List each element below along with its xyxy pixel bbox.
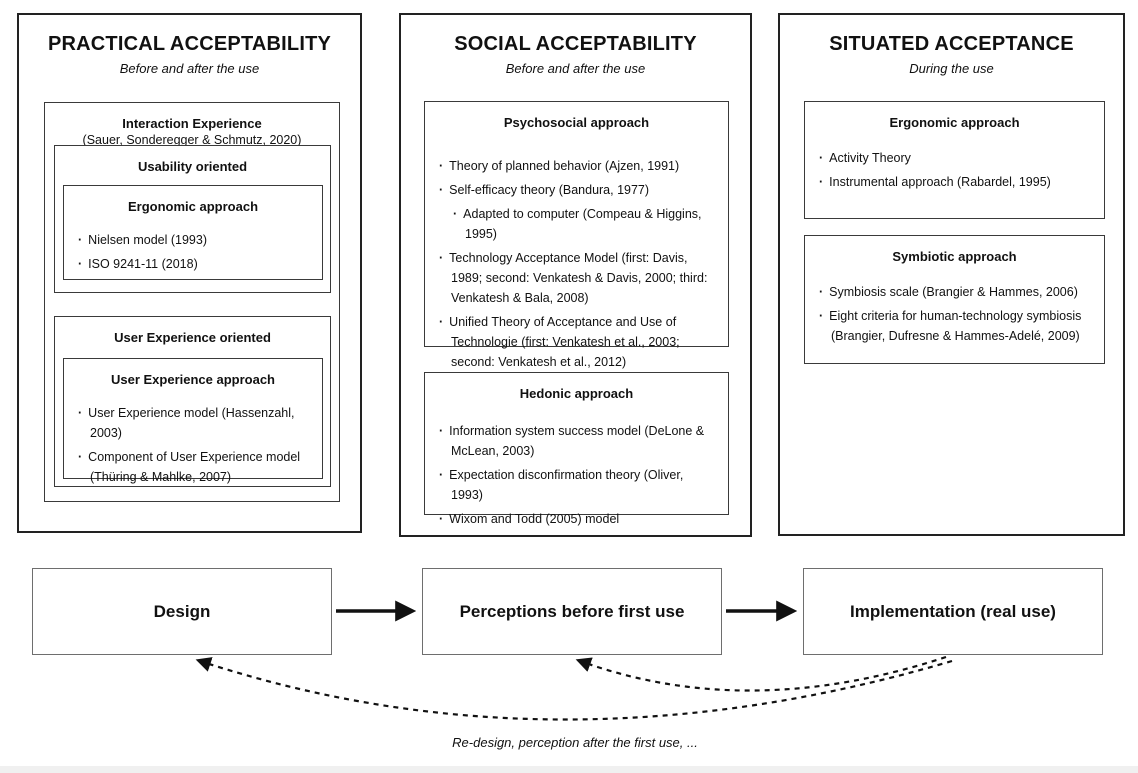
flow-label-perceptions: Perceptions before first use	[459, 601, 685, 621]
ergonomic-approach-box: Ergonomic approach Nielsen model (1993) …	[63, 185, 323, 280]
user-experience-oriented-title: User Experience oriented	[114, 330, 271, 345]
social-acceptability-title: SOCIAL ACCEPTABILITY	[454, 33, 697, 55]
list-item: User Experience model (Hassenzahl, 2003)	[78, 403, 310, 443]
list-item: Nielsen model (1993)	[78, 230, 310, 250]
list-item: Instrumental approach (Rabardel, 1995)	[819, 172, 1092, 192]
user-experience-oriented-box: User Experience oriented User Experience…	[54, 316, 331, 487]
feedback-caption: Re-design, perception after the first us…	[452, 735, 698, 750]
user-experience-approach-title: User Experience approach	[110, 372, 276, 387]
symbiotic-approach-title: Symbiotic approach	[892, 249, 1017, 264]
list-item: Unified Theory of Acceptance and Use of …	[439, 312, 716, 372]
list-item: Eight criteria for human-technology symb…	[819, 306, 1092, 346]
ergonomic-approach-title: Ergonomic approach	[127, 199, 259, 214]
interaction-experience-title: Interaction Experience	[122, 116, 262, 131]
dashed-feedback-arrow-to-design	[195, 657, 953, 721]
social-acceptability-panel: SOCIAL ACCEPTABILITY Before and after th…	[399, 13, 752, 537]
practical-acceptability-title: PRACTICAL ACCEPTABILITY	[47, 33, 332, 55]
list-item: Component of User Experience model (Thür…	[78, 447, 310, 487]
symbiotic-approach-box: Symbiotic approach Symbiosis scale (Bran…	[804, 235, 1105, 364]
situated-acceptance-subtitle: During the use	[909, 61, 994, 76]
list-item: Symbiosis scale (Brangier & Hammes, 2006…	[819, 282, 1092, 302]
hedonic-approach-title: Hedonic approach	[519, 386, 634, 401]
symbiotic-approach-list: Symbiosis scale (Brangier & Hammes, 2006…	[805, 282, 1104, 346]
flow-box-implementation: Implementation (real use)	[803, 568, 1103, 655]
list-item: Theory of planned behavior (Ajzen, 1991)	[439, 156, 716, 176]
flow-box-perceptions-before-first-use: Perceptions before first use	[422, 568, 722, 655]
user-experience-approach-list: User Experience model (Hassenzahl, 2003)…	[64, 403, 322, 487]
dashed-feedback-arrow-to-perceptions	[575, 655, 947, 692]
list-item: Expectation disconfirmation theory (Oliv…	[439, 465, 716, 505]
list-item: Self-efficacy theory (Bandura, 1977)	[439, 180, 716, 200]
practical-acceptability-panel: PRACTICAL ACCEPTABILITY Before and after…	[17, 13, 362, 533]
flow-label-design: Design	[153, 601, 211, 621]
situated-ergonomic-list: Activity Theory Instrumental approach (R…	[805, 148, 1104, 192]
list-item: ISO 9241-11 (2018)	[78, 254, 310, 274]
list-item: Technology Acceptance Model (first: Davi…	[439, 248, 716, 308]
usability-oriented-box: Usability oriented Ergonomic approach Ni…	[54, 145, 331, 293]
situated-ergonomic-approach-title: Ergonomic approach	[889, 115, 1020, 130]
flow-box-design: Design	[32, 568, 332, 655]
interaction-experience-source: (Sauer, Sonderegger & Schmutz, 2020)	[82, 133, 302, 147]
situated-ergonomic-approach-box: Ergonomic approach Activity Theory Instr…	[804, 101, 1105, 219]
situated-acceptance-panel: SITUATED ACCEPTANCE During the use Ergon…	[778, 13, 1125, 536]
interaction-experience-box: Interaction Experience (Sauer, Sonderegg…	[44, 102, 340, 502]
practical-acceptability-subtitle: Before and after the use	[119, 61, 260, 76]
usability-oriented-title: Usability oriented	[137, 159, 248, 174]
social-acceptability-subtitle: Before and after the use	[505, 61, 646, 76]
psychosocial-approach-list: Theory of planned behavior (Ajzen, 1991)…	[425, 156, 728, 372]
hedonic-approach-box: Hedonic approach Information system succ…	[424, 372, 729, 526]
list-item: Wixom and Todd (2005) model	[439, 509, 716, 529]
bottom-strip	[0, 766, 1138, 773]
hedonic-approach-list: Information system success model (DeLone…	[425, 421, 728, 529]
list-item: Activity Theory	[819, 148, 1092, 168]
psychosocial-approach-title: Psychosocial approach	[503, 115, 650, 130]
list-item-sub: Adapted to computer (Compeau & Higgins, …	[453, 204, 716, 244]
situated-acceptance-title: SITUATED ACCEPTANCE	[829, 33, 1074, 55]
list-item: Information system success model (DeLone…	[439, 421, 716, 461]
flow-label-implementation: Implementation (real use)	[850, 601, 1056, 621]
user-experience-approach-box: User Experience approach User Experience…	[63, 358, 323, 484]
ergonomic-approach-list: Nielsen model (1993) ISO 9241-11 (2018)	[64, 230, 322, 274]
psychosocial-approach-box: Psychosocial approach Theory of planned …	[424, 101, 729, 369]
